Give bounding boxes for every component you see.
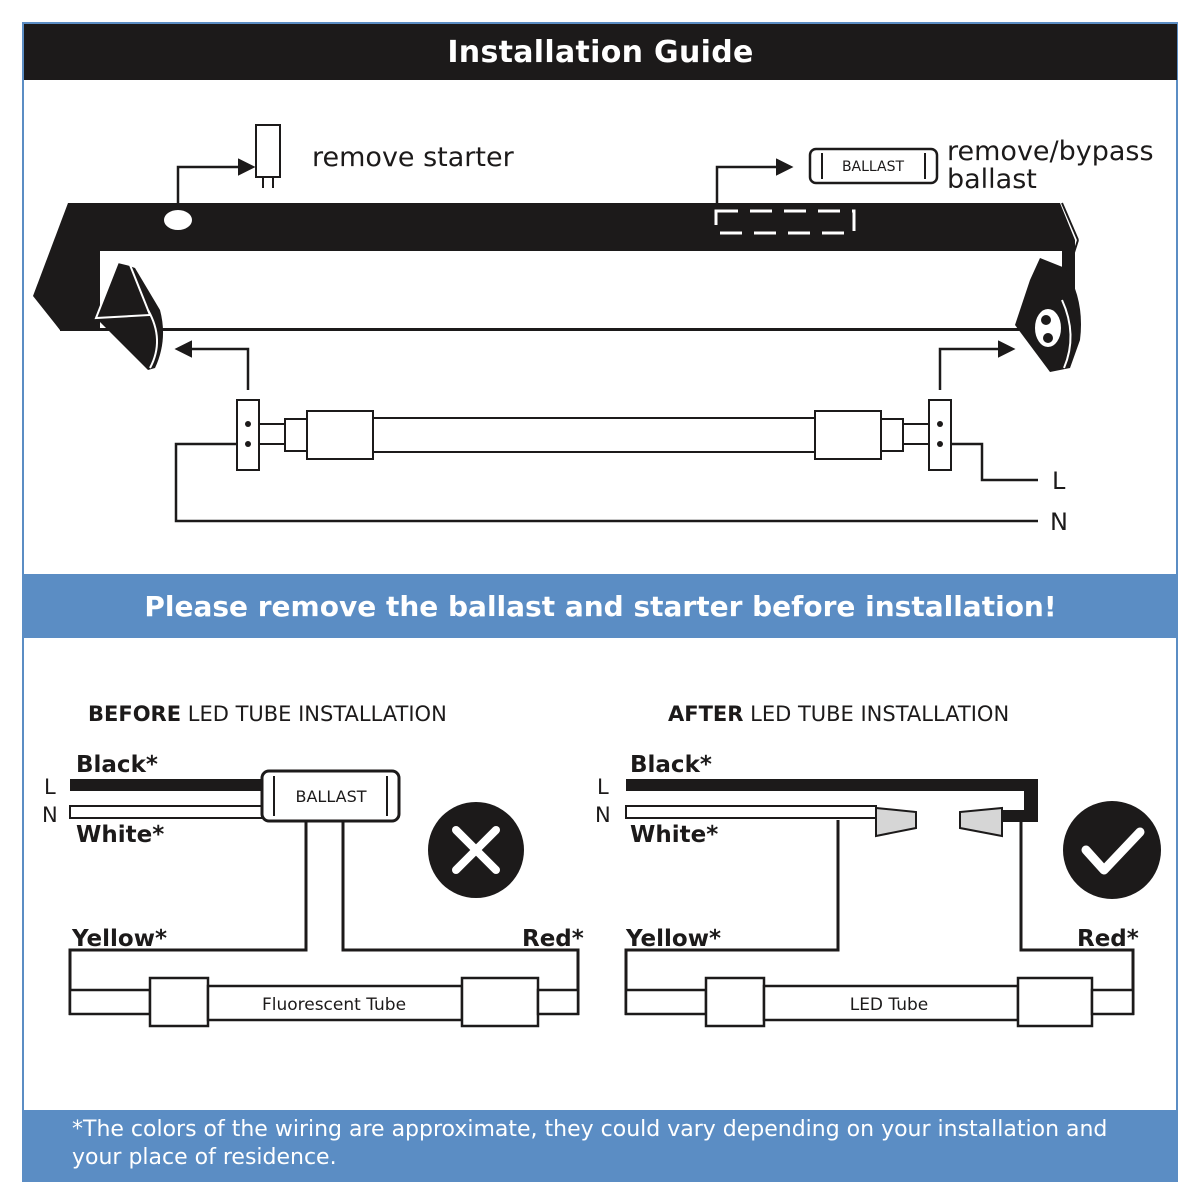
right-insert-arrow: [938, 340, 1016, 390]
neutral-wire: [174, 442, 1038, 523]
before-red-wire: [341, 821, 580, 1015]
led-tube-top: [236, 399, 952, 471]
footer-note: *The colors of the wiring are approximat…: [24, 1110, 1177, 1180]
after-red-label: Red*: [1077, 926, 1139, 952]
wire-nut-right: [959, 806, 1003, 838]
after-red-wire: [1019, 822, 1135, 1015]
ballast-location: [714, 209, 856, 235]
fluorescent-tube: Fluorescent Tube: [68, 976, 580, 1028]
after-white-label: White*: [630, 822, 718, 848]
before-heading: BEFORE LED TUBE INSTALLATION: [88, 702, 447, 726]
led-tube-label: LED Tube: [850, 995, 929, 1015]
fluorescent-tube-label: Fluorescent Tube: [262, 995, 406, 1015]
after-black-wire: [626, 779, 1038, 822]
after-black-label: Black*: [630, 752, 712, 778]
after-diagram: AFTER LED TUBE INSTALLATION L N Black* W…: [595, 702, 1161, 1028]
before-l-label: L: [44, 775, 56, 799]
after-n-label: N: [595, 803, 611, 827]
starter-icon: [255, 124, 281, 188]
after-heading: AFTER LED TUBE INSTALLATION: [668, 702, 1009, 726]
before-yellow-label: Yellow*: [71, 926, 167, 952]
left-lampholder: [94, 260, 164, 370]
left-insert-arrow: [174, 340, 250, 390]
after-white-wire: [625, 805, 877, 819]
wire-nut-left: [875, 806, 917, 838]
before-black-wire: [70, 779, 265, 791]
fixture-diagram: remove starter BALLAST remove/bypass bal…: [33, 124, 1154, 536]
ballast-icon: BALLAST: [808, 147, 939, 185]
right-lampholder: [1015, 258, 1081, 372]
line-wire: [951, 442, 1038, 482]
outer-frame: [22, 22, 1178, 1182]
after-yellow-wire: [624, 820, 840, 1015]
before-red-label: Red*: [522, 926, 584, 952]
starter-socket: [162, 208, 194, 232]
starter-label: remove starter: [312, 142, 515, 173]
ballast-box-text: BALLAST: [842, 159, 905, 175]
cross-icon: [428, 802, 524, 898]
fixture-body: [33, 202, 1079, 331]
led-tube: LED Tube: [624, 976, 1135, 1028]
line-label: L: [1052, 467, 1066, 495]
before-diagram: BEFORE LED TUBE INSTALLATION L N Black* …: [42, 702, 584, 1028]
page-title: Installation Guide: [24, 24, 1177, 80]
check-icon: [1063, 801, 1161, 899]
before-white-wire: [69, 805, 266, 819]
before-ballast-text: BALLAST: [296, 787, 367, 806]
ballast-arrow: [715, 158, 794, 206]
before-black-label: Black*: [76, 752, 158, 778]
after-yellow-label: Yellow*: [625, 926, 721, 952]
before-ballast: BALLAST: [260, 769, 401, 823]
ballast-label-line1: remove/bypass: [947, 136, 1154, 167]
before-n-label: N: [42, 803, 58, 827]
warning-banner: Please remove the ballast and starter be…: [24, 574, 1177, 638]
ballast-label-line2: ballast: [947, 164, 1037, 195]
after-l-label: L: [597, 775, 609, 799]
neutral-label: N: [1050, 508, 1068, 536]
before-yellow-wire: [68, 821, 308, 1015]
starter-arrow: [176, 158, 256, 208]
before-white-label: White*: [76, 822, 164, 848]
